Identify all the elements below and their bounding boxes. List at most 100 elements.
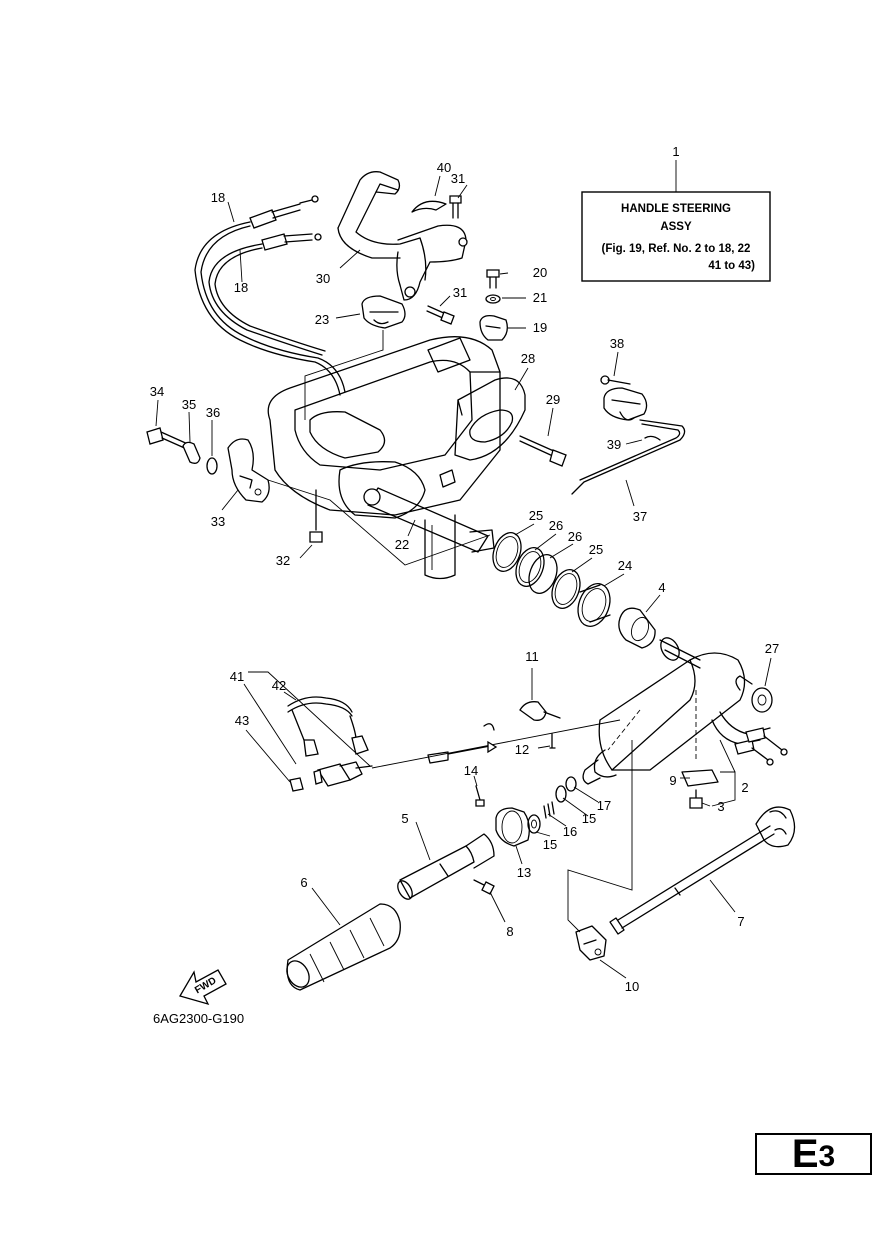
callout-28: 28 [521, 351, 535, 366]
throttle-tube-5 [397, 833, 495, 900]
section-number: 3 [818, 1140, 836, 1173]
washer-36 [206, 457, 218, 475]
callout-7: 7 [737, 914, 744, 929]
arrow-decal-40 [411, 200, 447, 213]
callout-33: 33 [211, 514, 225, 529]
callout-42: 42 [272, 678, 286, 693]
collar-35 [182, 441, 201, 464]
washer-15-a [527, 814, 541, 834]
lanyard-42 [287, 696, 369, 757]
callout-5: 5 [401, 811, 408, 826]
callout-10: 10 [625, 979, 639, 994]
tiller-bracket-28 [454, 377, 526, 461]
stop-switch-38 [600, 375, 648, 421]
callout-15-b: 15 [582, 811, 596, 826]
callout-29: 29 [546, 392, 560, 407]
o-ring-25-a [492, 532, 522, 572]
note-line-2: ASSY [660, 221, 692, 233]
callout-6: 6 [300, 875, 307, 890]
friction-knob-11 [519, 701, 561, 721]
callout-20: 20 [533, 265, 547, 280]
stop-switch-41 [313, 761, 373, 787]
screw-14 [475, 785, 485, 807]
callout-13: 13 [517, 865, 531, 880]
handle-steering-assy-note: HANDLE STEERING ASSY (Fig. 19, Ref. No. … [581, 160, 771, 282]
section-tab: E 3 [755, 1133, 872, 1175]
throttle-cables-18 [194, 195, 346, 396]
bolt-32 [309, 489, 323, 543]
spring-16 [543, 801, 555, 819]
bolt-34 [146, 427, 191, 451]
callout-11: 11 [525, 649, 539, 664]
clamp-10 [567, 740, 633, 961]
callout-15-a: 15 [543, 837, 557, 852]
callout-16: 16 [563, 824, 577, 839]
section-letter: E [791, 1132, 819, 1176]
cap-43 [289, 777, 304, 792]
callout-3: 3 [717, 799, 724, 814]
callout-26-a: 26 [549, 518, 563, 533]
callout-31-b: 31 [453, 285, 467, 300]
cap-27 [735, 675, 773, 713]
callout-8: 8 [506, 924, 513, 939]
bushing-24 [577, 583, 611, 627]
callout-24: 24 [618, 558, 632, 573]
steering-bracket-assembly [267, 336, 501, 580]
note-line-1: HANDLE STEERING [621, 203, 731, 215]
bushing-4 [618, 607, 656, 649]
o-ring-25-b [551, 569, 581, 609]
bolt-29 [519, 435, 567, 467]
forward-arrow: FWD [179, 969, 227, 1006]
callout-30: 30 [316, 271, 330, 286]
throttle-rod [371, 719, 621, 769]
callout-32: 32 [276, 553, 290, 568]
throttle-grip-6 [286, 903, 401, 991]
clip-39 [644, 435, 661, 441]
callout-19: 19 [533, 320, 547, 335]
callout-numbers: 1 2 3 4 5 6 7 8 9 10 11 12 13 14 15 15 1… [150, 144, 779, 994]
throttle-shaft-7 [609, 806, 796, 935]
callout-18-b: 18 [234, 280, 248, 295]
callout-40: 40 [437, 160, 451, 175]
callout-38: 38 [610, 336, 624, 351]
plate-9 [681, 769, 719, 787]
bolt-3 [689, 789, 703, 809]
bolt-31-upper [449, 195, 462, 219]
callout-21: 21 [533, 290, 547, 305]
collar-13 [495, 807, 530, 847]
callout-4: 4 [658, 580, 665, 595]
handle-cables-2 [711, 711, 788, 766]
bolt-20 [486, 269, 500, 289]
callout-41: 41 [230, 669, 244, 684]
callout-2: 2 [741, 780, 748, 795]
leader-lines [155, 175, 772, 979]
callout-1: 1 [672, 144, 679, 159]
callout-39: 39 [607, 437, 621, 452]
clip-19 [479, 314, 508, 341]
washer-17 [565, 776, 577, 792]
callout-37: 37 [633, 509, 647, 524]
callout-43: 43 [235, 713, 249, 728]
callout-25-a: 25 [529, 508, 543, 523]
diagram-code: 6AG2300-G190 [153, 1011, 244, 1026]
callout-26-b: 26 [568, 529, 582, 544]
callout-17: 17 [597, 798, 611, 813]
pin-12 [549, 733, 556, 749]
callout-31-a: 31 [451, 171, 465, 186]
callout-25-b: 25 [589, 542, 603, 557]
callout-12: 12 [515, 742, 529, 757]
cable-clamp-23 [304, 295, 406, 420]
callout-23: 23 [315, 312, 329, 327]
callout-9: 9 [669, 773, 676, 788]
callout-22: 22 [395, 537, 409, 552]
bracket-33 [227, 438, 491, 566]
callout-35: 35 [182, 397, 196, 412]
ring-26-b [528, 554, 558, 594]
bolt-31-lower [426, 305, 455, 325]
wire-37 [571, 419, 686, 495]
callout-36: 36 [206, 405, 220, 420]
callout-27: 27 [765, 641, 779, 656]
screw-8 [473, 879, 495, 895]
callout-14: 14 [464, 763, 478, 778]
